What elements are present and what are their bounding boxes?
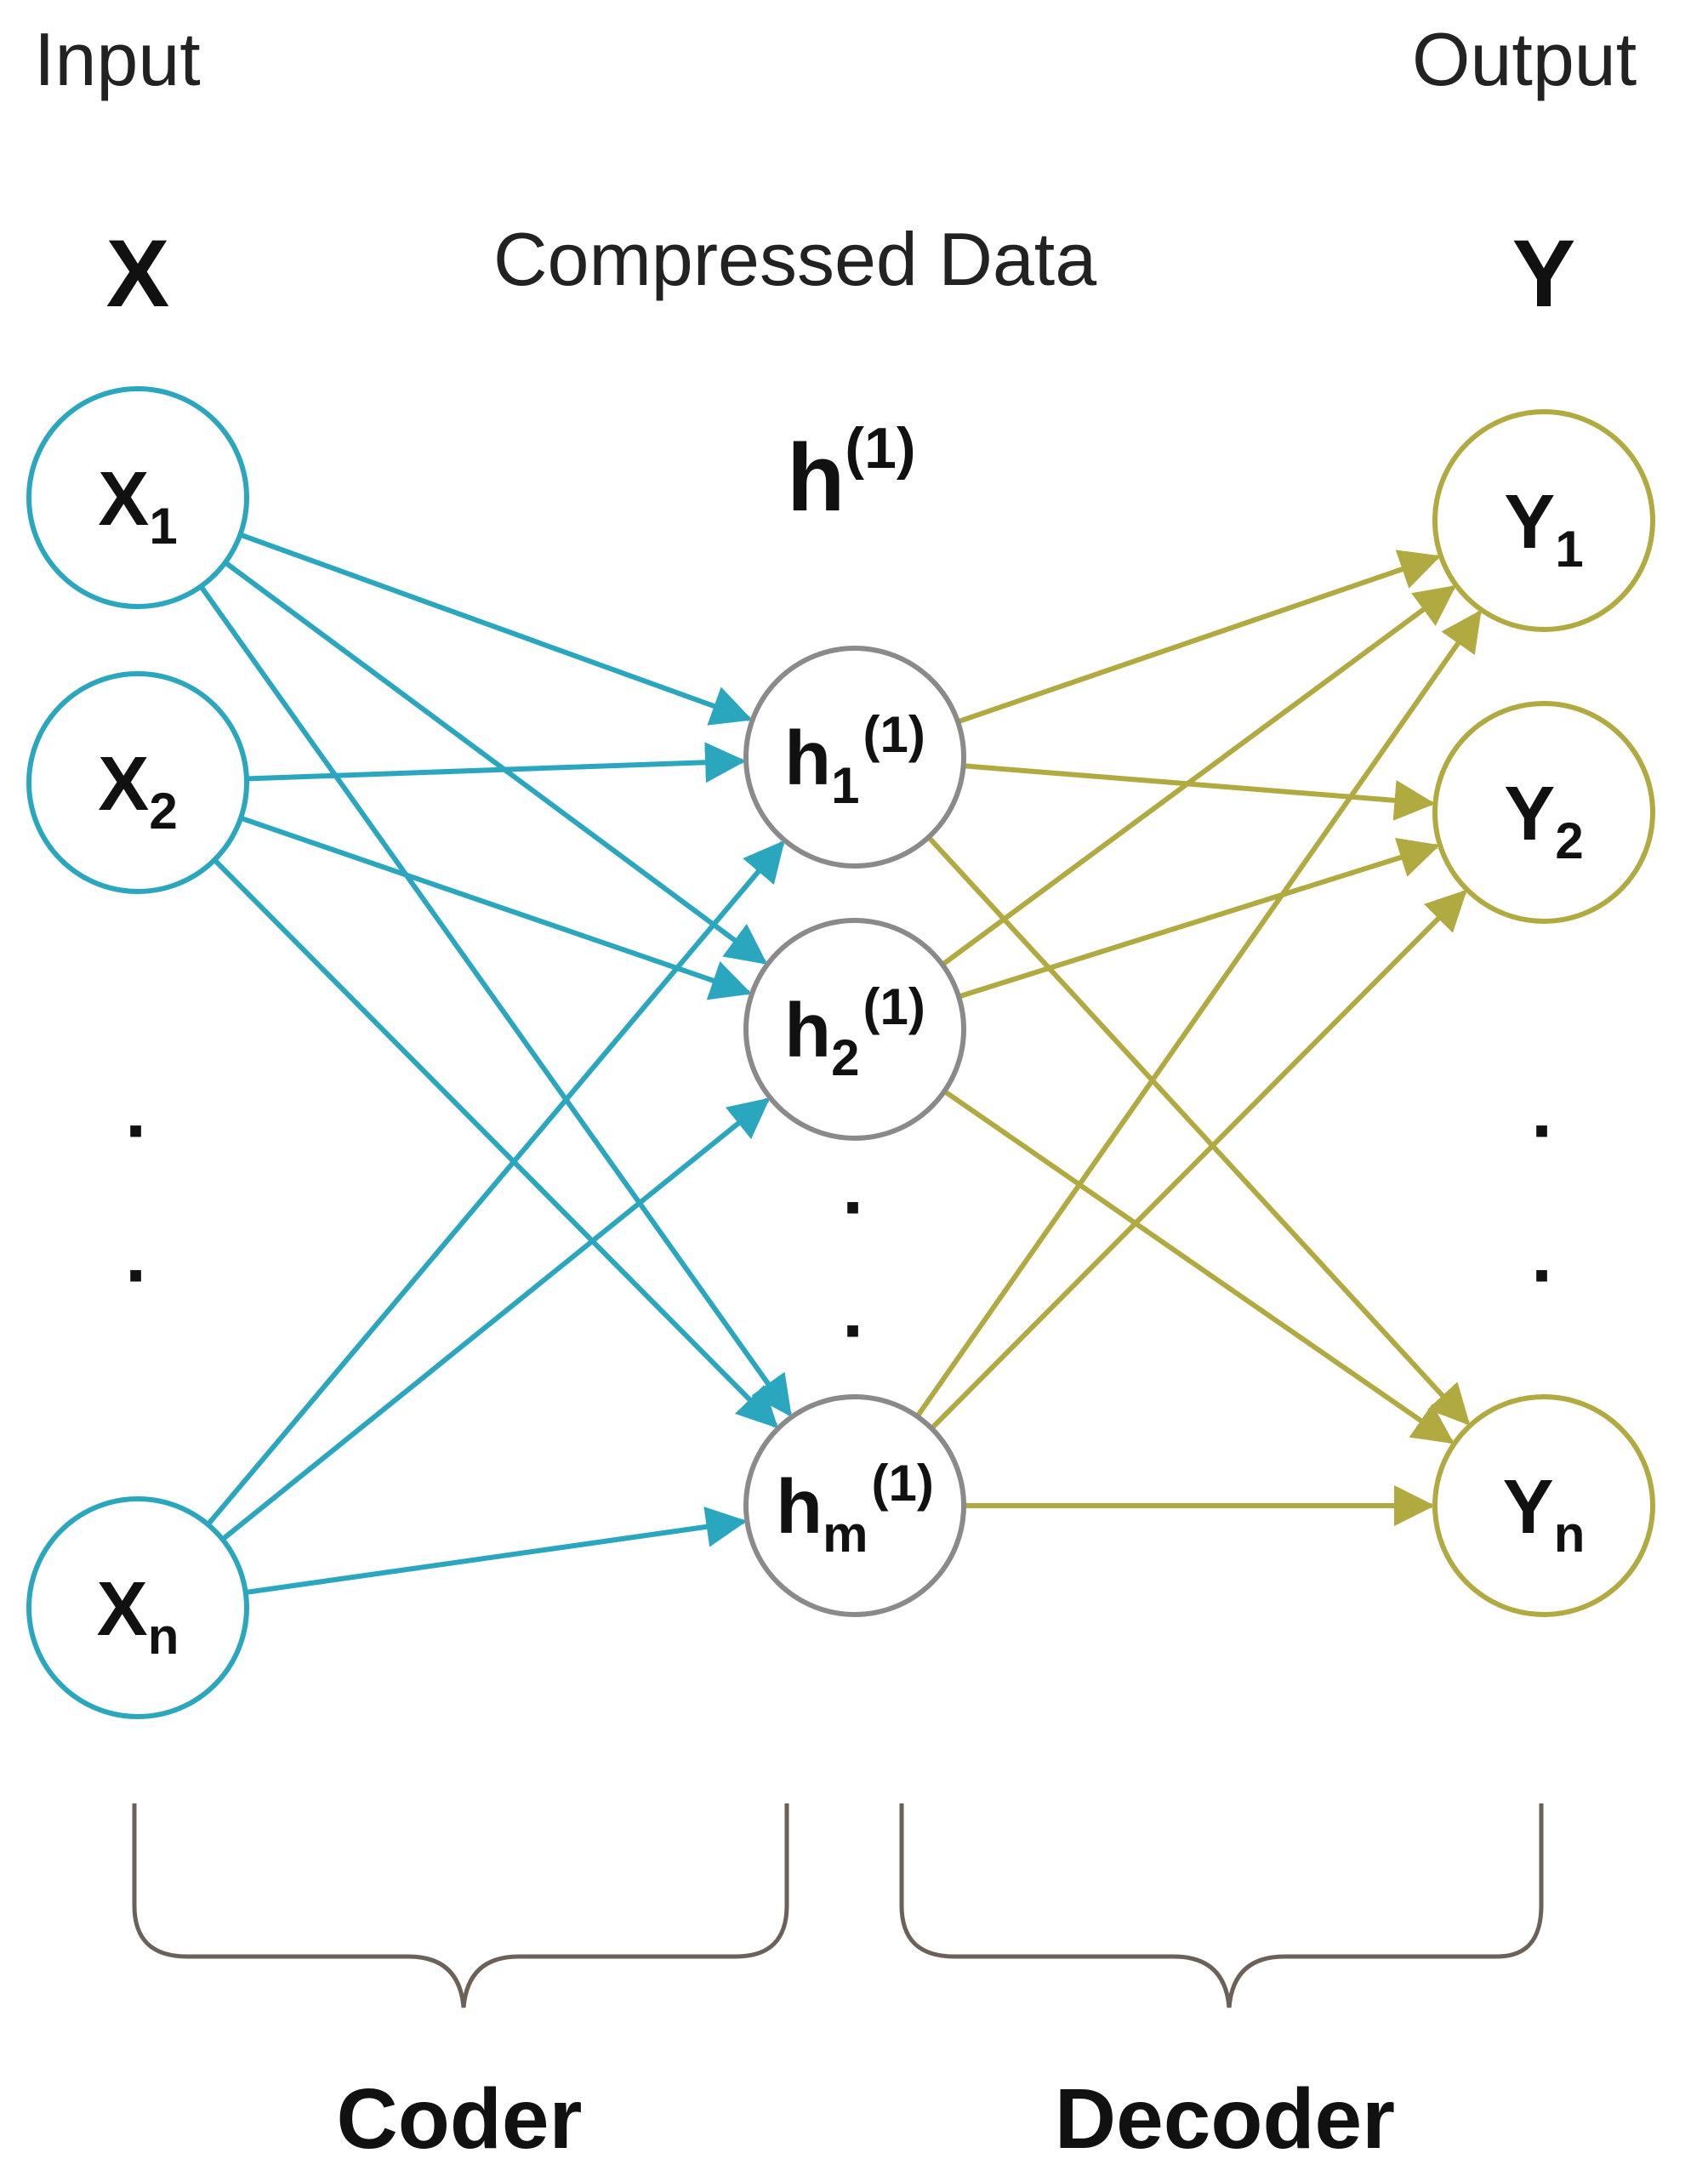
hidden-node-base: h bbox=[784, 988, 831, 1074]
hidden-node-label: hm(1) bbox=[776, 1455, 934, 1563]
input-node-sub: 2 bbox=[149, 783, 177, 840]
input-ellipsis-top: · bbox=[125, 1089, 151, 1174]
decoder-edge-1-2 bbox=[965, 763, 1436, 821]
hidden-node-2: h2(1) bbox=[743, 918, 966, 1141]
decoder-edge-3-1 bbox=[916, 609, 1482, 1417]
decoder-edge-3-2 bbox=[931, 889, 1467, 1429]
output-node-base: Y bbox=[1504, 480, 1555, 565]
hidden-node-base: h bbox=[776, 1465, 823, 1550]
input-node-circle bbox=[26, 386, 249, 609]
output-node-circle bbox=[1432, 1394, 1655, 1617]
hidden-node-circle bbox=[743, 1394, 966, 1617]
compressed-data-heading: Compressed Data bbox=[493, 217, 1096, 301]
hidden-node-label: h1(1) bbox=[784, 706, 925, 814]
output-node-n: Yn bbox=[1432, 1394, 1655, 1617]
coder-brace bbox=[132, 1803, 789, 2008]
encoder-edge-2-2 bbox=[241, 816, 752, 1000]
encoder-edge-1-2 bbox=[225, 561, 768, 965]
hidden-node-circle bbox=[743, 918, 966, 1141]
encoder-edge-2-1 bbox=[248, 742, 747, 783]
decoder-label: Decoder bbox=[1055, 2071, 1395, 2167]
coder-label: Coder bbox=[337, 2071, 583, 2167]
hidden-node-sup: (1) bbox=[863, 706, 925, 763]
output-heading: Output bbox=[1412, 17, 1637, 101]
encoder-edge-2-3 bbox=[214, 859, 778, 1429]
encoder-edge-3-1 bbox=[207, 840, 785, 1525]
input-node-label: X2 bbox=[98, 742, 177, 840]
decoder-edge-1-3 bbox=[927, 836, 1471, 1426]
input-node-circle bbox=[26, 1496, 249, 1719]
hidden-node-sup: (1) bbox=[872, 1455, 934, 1512]
output-node-2: Y2 bbox=[1432, 701, 1655, 924]
input-layer-symbol: X bbox=[106, 220, 170, 327]
hidden-layer-symbol: h(1) bbox=[787, 416, 916, 531]
input-node-1: X1 bbox=[26, 386, 249, 609]
decoder-edge-2-1 bbox=[942, 584, 1457, 966]
output-node-1: Y1 bbox=[1432, 409, 1655, 632]
input-ellipsis-bottom: · bbox=[125, 1233, 151, 1319]
output-node-sub: 2 bbox=[1555, 812, 1583, 869]
output-node-circle bbox=[1432, 701, 1655, 924]
output-node-label: Y2 bbox=[1504, 772, 1583, 869]
input-node-sub: n bbox=[148, 1608, 179, 1665]
hidden-node-1: h1(1) bbox=[743, 646, 966, 869]
hidden-ellipsis-bottom: · bbox=[842, 1289, 868, 1374]
output-node-base: Y bbox=[1504, 772, 1555, 857]
input-node-label: Xn bbox=[97, 1567, 179, 1665]
hidden-node-sub: 2 bbox=[831, 1029, 859, 1086]
hidden-layer-symbol-sup: (1) bbox=[845, 416, 915, 481]
hidden-node-circle bbox=[743, 646, 966, 869]
input-node-circle bbox=[26, 671, 249, 894]
input-heading: Input bbox=[34, 17, 201, 101]
output-node-label: Yn bbox=[1503, 1465, 1586, 1563]
hidden-node-label: h2(1) bbox=[784, 978, 925, 1086]
output-node-label: Y1 bbox=[1504, 480, 1583, 578]
output-ellipsis-top: · bbox=[1531, 1089, 1557, 1174]
hidden-node-sup: (1) bbox=[863, 978, 925, 1035]
input-node-base: X bbox=[98, 742, 149, 827]
encoder-edge-3-2 bbox=[222, 1097, 771, 1541]
connection-edges bbox=[199, 533, 1482, 1595]
hidden-node-sub: 1 bbox=[831, 757, 859, 814]
encoder-edge-3-3 bbox=[247, 1507, 748, 1595]
encoder-edge-1-1 bbox=[241, 533, 753, 726]
output-node-sub: n bbox=[1554, 1506, 1586, 1563]
output-layer-symbol: Y bbox=[1512, 220, 1576, 327]
encoder-edge-1-3 bbox=[199, 586, 792, 1417]
hidden-node-sub: m bbox=[823, 1506, 868, 1563]
input-node-n: Xn bbox=[26, 1496, 249, 1719]
input-node-label: X1 bbox=[98, 457, 177, 555]
hidden-node-base: h bbox=[784, 716, 831, 801]
input-node-base: X bbox=[98, 457, 149, 542]
hidden-ellipsis-top: · bbox=[842, 1165, 868, 1250]
output-node-circle bbox=[1432, 409, 1655, 632]
decoder-edge-2-2 bbox=[959, 837, 1440, 999]
hidden-layer-symbol-base: h bbox=[787, 424, 845, 531]
output-ellipsis-bottom: · bbox=[1531, 1233, 1557, 1319]
output-node-base: Y bbox=[1503, 1465, 1554, 1550]
input-node-base: X bbox=[97, 1567, 148, 1652]
output-node-sub: 1 bbox=[1555, 521, 1583, 578]
decoder-brace bbox=[899, 1803, 1544, 2008]
input-node-sub: 1 bbox=[149, 498, 177, 555]
hidden-node-m: hm(1) bbox=[743, 1394, 966, 1617]
decoder-edge-2-3 bbox=[944, 1090, 1455, 1444]
input-node-2: X2 bbox=[26, 671, 249, 894]
decoder-edge-1-1 bbox=[958, 550, 1441, 724]
